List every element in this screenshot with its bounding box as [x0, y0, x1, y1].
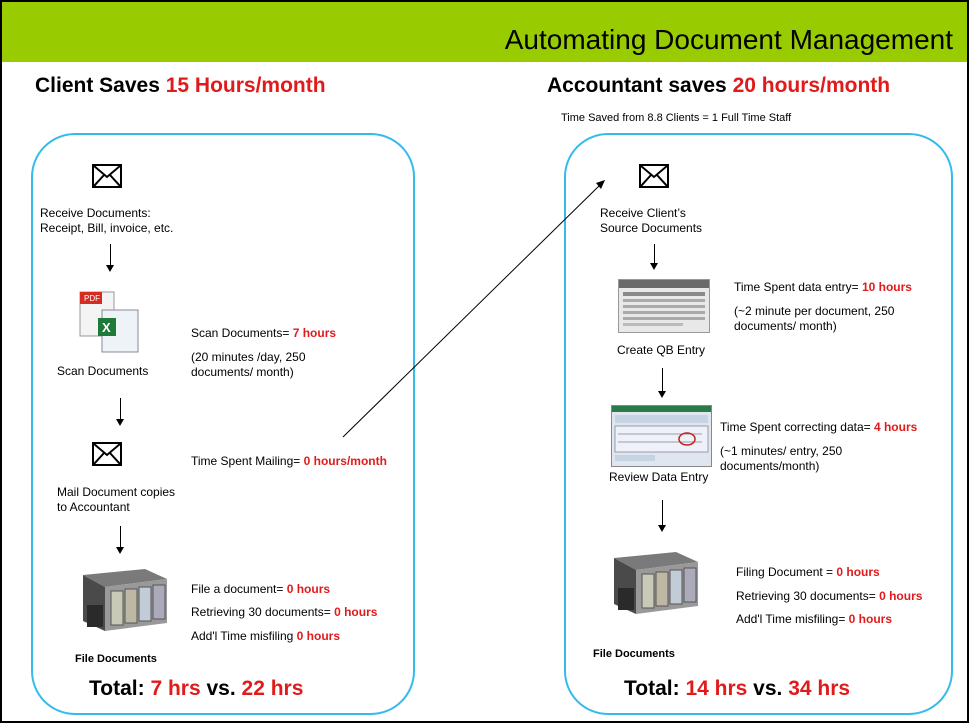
correct-note-line2: documents/month) — [720, 459, 820, 473]
file-time: File a document= 0 hours — [191, 582, 330, 597]
envelope-icon — [639, 164, 669, 188]
accountant-heading-value: 20 hours/month — [732, 74, 891, 97]
review-data-entry-screenshot — [611, 405, 712, 467]
title-banner: Automating Document Management — [2, 2, 967, 62]
correct-time-value: 4 hours — [873, 420, 918, 434]
entry-note-line2: documents/ month) — [734, 319, 837, 333]
accountant-heading: Accountant saves 20 hours/month — [547, 74, 890, 98]
correct-note-line1: (~1 minutes/ entry, 250 — [720, 444, 843, 458]
scan-note-line2: documents/ month) — [191, 365, 294, 379]
accountant-step1-line1: Receive Client’s — [600, 206, 686, 220]
filing-time-prefix: Filing Document = — [736, 565, 837, 579]
client-heading: Client Saves 15 Hours/month — [35, 74, 326, 98]
retrieve-time: Retrieving 30 documents= 0 hours — [191, 605, 377, 620]
flow-arrow — [106, 244, 114, 272]
correct-note: (~1 minutes/ entry, 250 documents/month) — [720, 444, 842, 474]
filing-cabinet-image — [75, 565, 168, 635]
accountant-misfile-time: Add'l Time misfiling= 0 hours — [736, 612, 892, 627]
accountant-flow-box — [564, 133, 953, 715]
client-heading-prefix: Client Saves — [35, 74, 166, 97]
envelope-icon — [92, 442, 122, 466]
misfile-time: Add'l Time misfiling 0 hours — [191, 629, 340, 644]
client-step1-line2: Receipt, Bill, invoice, etc. — [40, 221, 174, 235]
client-total-b: 22 hrs — [241, 677, 304, 700]
file-time-value: 0 hours — [286, 582, 331, 596]
entry-note: (~2 minute per document, 250 documents/ … — [734, 304, 894, 334]
file-time-prefix: File a document= — [191, 582, 287, 596]
client-step2-label: Scan Documents — [57, 364, 149, 378]
misfile-time-prefix: Add'l Time misfiling — [191, 629, 297, 643]
client-flow-box — [31, 133, 415, 715]
flow-arrow — [650, 244, 658, 270]
entry-time-value: 10 hours — [861, 280, 912, 294]
correct-time: Time Spent correcting data= 4 hours — [720, 420, 917, 435]
client-step3-line2: to Accountant — [57, 500, 130, 514]
accountant-step1-line2: Source Documents — [600, 221, 703, 235]
accountant-misfile-prefix: Add'l Time misfiling= — [736, 612, 849, 626]
accountant-retrieve-prefix: Retrieving 30 documents= — [736, 589, 880, 603]
accountant-misfile-value: 0 hours — [848, 612, 893, 626]
retrieve-time-value: 0 hours — [334, 605, 378, 619]
accountant-total-prefix: Total: — [624, 677, 686, 700]
flow-arrow — [116, 398, 124, 426]
client-step1-line1: Receive Documents: — [40, 206, 151, 220]
correct-time-prefix: Time Spent correcting data= — [720, 420, 874, 434]
mail-time-prefix: Time Spent Mailing= — [191, 454, 304, 468]
client-total-mid: vs. — [200, 677, 242, 700]
flow-arrow — [658, 368, 666, 398]
retrieve-time-prefix: Retrieving 30 documents= — [191, 605, 335, 619]
filing-time-value: 0 hours — [836, 565, 880, 579]
scan-note-line1: (20 minutes /day, 250 — [191, 350, 306, 364]
slide-title: Automating Document Management — [504, 24, 953, 55]
scan-time-value: 7 hours — [292, 326, 337, 340]
entry-note-line1: (~2 minute per document, 250 — [734, 304, 895, 318]
misfile-time-value: 0 hours — [296, 629, 340, 643]
qb-entry-screenshot — [618, 279, 710, 333]
client-step3-line1: Mail Document copies — [57, 485, 176, 499]
client-heading-value: 15 Hours/month — [165, 74, 326, 97]
accountant-total-mid: vs. — [747, 677, 789, 700]
accountant-step4-label: File Documents — [593, 648, 675, 660]
client-total-prefix: Total: — [89, 677, 151, 700]
client-total: Total: 7 hrs vs. 22 hrs — [89, 677, 303, 701]
svg-text:X: X — [102, 320, 111, 335]
mail-time-value: 0 hours/month — [303, 454, 387, 468]
accountant-total: Total: 14 hrs vs. 34 hrs — [624, 677, 850, 701]
svg-text:PDF: PDF — [84, 294, 100, 303]
scan-time-prefix: Scan Documents= — [191, 326, 293, 340]
accountant-retrieve-time: Retrieving 30 documents= 0 hours — [736, 589, 922, 604]
filing-cabinet-image — [606, 548, 699, 618]
entry-time: Time Spent data entry= 10 hours — [734, 280, 912, 295]
entry-time-prefix: Time Spent data entry= — [734, 280, 862, 294]
accountant-step1-label: Receive Client’s Source Documents — [600, 206, 702, 236]
client-total-a: 7 hrs — [150, 677, 201, 700]
scan-time: Scan Documents= 7 hours — [191, 326, 336, 341]
flow-arrow — [658, 500, 666, 532]
accountant-total-b: 34 hrs — [788, 677, 851, 700]
flow-arrow — [116, 526, 124, 554]
client-step3-label: Mail Document copies to Accountant — [57, 485, 175, 515]
accountant-heading-prefix: Accountant saves — [547, 74, 733, 97]
pdf-excel-icon: PDF X — [76, 288, 142, 354]
accountant-total-a: 14 hrs — [685, 677, 748, 700]
accountant-step3-label: Review Data Entry — [609, 470, 709, 484]
filing-time: Filing Document = 0 hours — [736, 565, 880, 580]
client-step4-label: File Documents — [75, 653, 157, 665]
accountant-subnote: Time Saved from 8.8 Clients = 1 Full Tim… — [561, 112, 792, 124]
client-step1-label: Receive Documents: Receipt, Bill, invoic… — [40, 206, 173, 236]
scan-note: (20 minutes /day, 250 documents/ month) — [191, 350, 306, 380]
envelope-icon — [92, 164, 122, 188]
accountant-retrieve-value: 0 hours — [879, 589, 923, 603]
mail-time: Time Spent Mailing= 0 hours/month — [191, 454, 387, 469]
accountant-step2-label: Create QB Entry — [617, 343, 706, 357]
